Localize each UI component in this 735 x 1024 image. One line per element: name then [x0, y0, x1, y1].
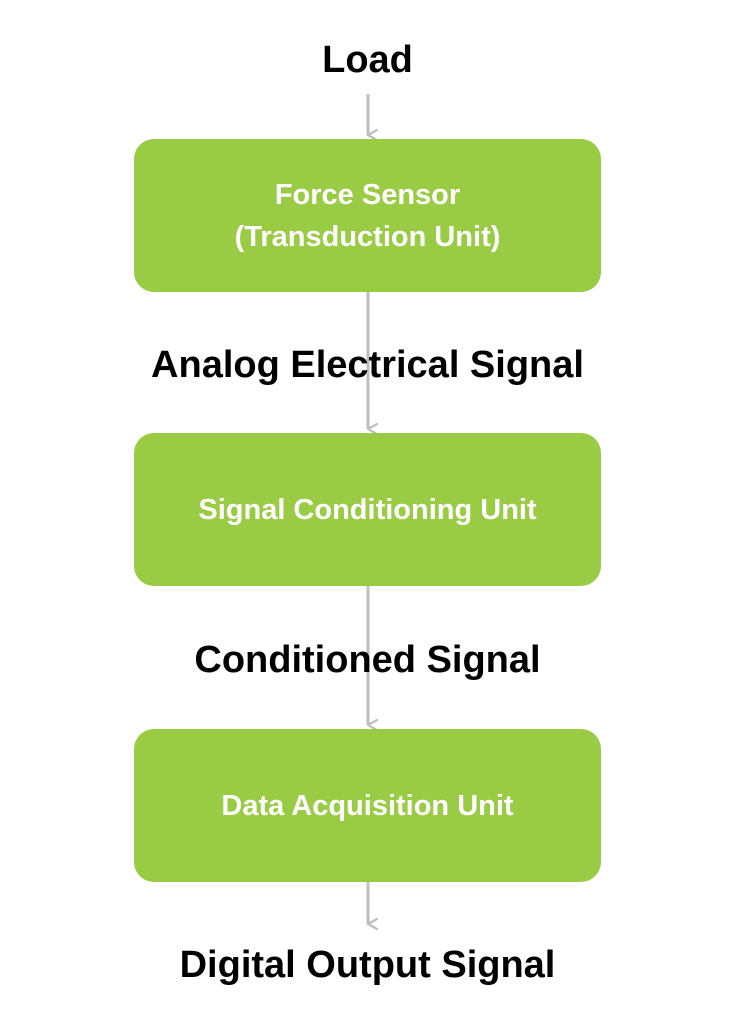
data-acquisition-title: Data Acquisition Unit [221, 789, 514, 822]
signal-label-analog: Analog Electrical Signal [151, 344, 584, 386]
signal-label-digital-output: Digital Output Signal [179, 944, 556, 986]
force-sensor-title: Force Sensor [274, 178, 461, 211]
input-label-load: Load [322, 39, 413, 81]
force-sensor-box: Force Sensor (Transduction Unit) [134, 139, 601, 292]
signal-label-conditioned: Conditioned Signal [194, 639, 541, 681]
signal-conditioning-box: Signal Conditioning Unit [134, 433, 601, 586]
signal-conditioning-title: Signal Conditioning Unit [198, 493, 537, 526]
data-acquisition-box: Data Acquisition Unit [134, 729, 601, 882]
force-sensor-subtitle: (Transduction Unit) [234, 220, 501, 253]
